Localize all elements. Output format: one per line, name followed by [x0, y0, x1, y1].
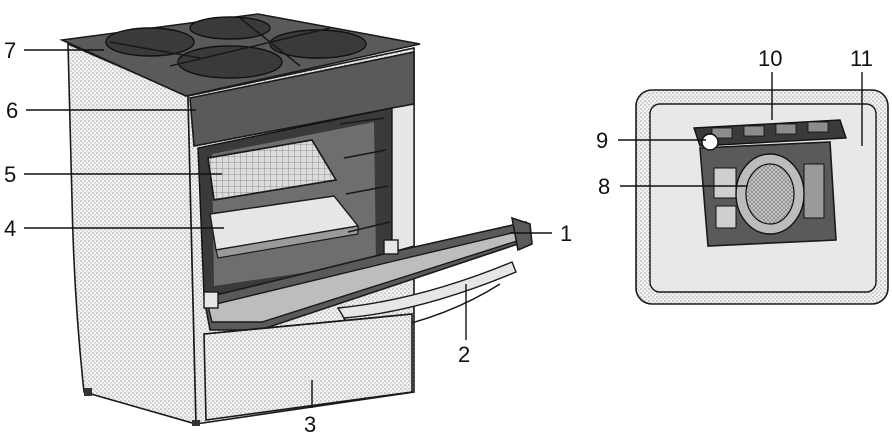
label-1: 1	[560, 221, 572, 246]
door-handle	[336, 261, 517, 319]
label-2: 2	[458, 342, 470, 367]
leader-lines	[24, 49, 863, 408]
label-6: 6	[6, 98, 18, 123]
fan-mesh	[745, 163, 795, 225]
part-number-labels: 7 6 5 4 1 2 3 8 9 10 11	[4, 38, 873, 437]
door-end	[510, 216, 533, 252]
label-11: 11	[850, 46, 873, 71]
label-9: 9	[596, 128, 608, 153]
cooker-side-panel	[67, 42, 197, 426]
label-5: 5	[4, 162, 16, 187]
control-panel-illustration	[635, 89, 889, 305]
cooker-illustration	[59, 13, 533, 426]
hob-burners	[105, 16, 367, 79]
lamp	[701, 133, 719, 151]
label-3: 3	[304, 412, 316, 437]
label-10: 10	[758, 46, 782, 71]
label-4: 4	[4, 216, 16, 241]
label-8: 8	[598, 174, 610, 199]
label-7: 7	[4, 38, 16, 63]
